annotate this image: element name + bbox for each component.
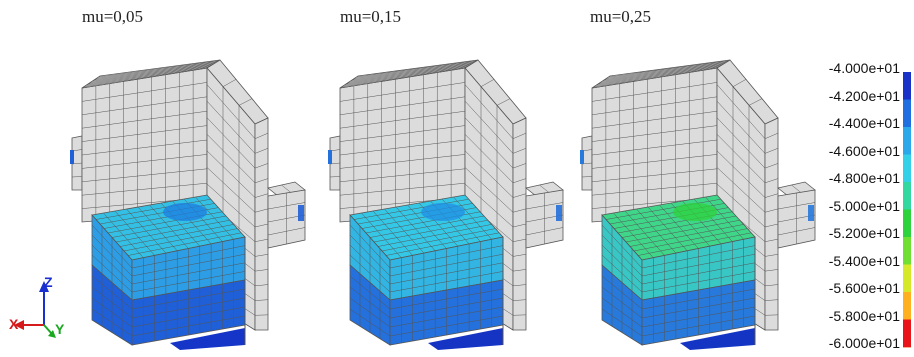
cube-bottom-band [170, 328, 245, 350]
legend-label-7: -5.400e+01 [828, 252, 900, 269]
legend-label-4: -4.800e+01 [828, 170, 900, 186]
legend-swatch-2 [903, 127, 911, 155]
panel-title-1: mu=0,05 [82, 7, 144, 26]
legend-label-3: -4.600e+01 [828, 142, 900, 159]
legend-label-0: -4.000e+01 [828, 60, 900, 76]
side-wall-edge [764, 117, 779, 331]
cube-top-patch [421, 203, 465, 221]
axis-z-label: Z [44, 274, 53, 290]
axis-y-arrow [48, 330, 56, 338]
cube-bottom-band [680, 328, 755, 350]
legend-swatch-last [903, 319, 911, 347]
mesh-panel-3 [580, 59, 816, 350]
cube-bottom-band [428, 328, 503, 350]
legend-label-2: -4.400e+01 [828, 115, 900, 131]
cube-top-patch [163, 203, 207, 221]
left-stub-contact [70, 150, 74, 164]
left-stub-contact [328, 150, 332, 164]
axis-y-line [43, 324, 53, 335]
axis-y-label: Y [55, 321, 65, 337]
legend-swatch-3 [903, 154, 911, 183]
legend-colorbar [903, 72, 911, 348]
legend-label-9: -5.800e+01 [828, 307, 900, 324]
legend-swatch-4 [903, 182, 911, 210]
legend-swatch-7 [903, 264, 911, 293]
flange-contact [298, 205, 304, 221]
axis-x-label: X [9, 316, 19, 332]
side-wall-edge [254, 117, 269, 331]
cube-top-patch [673, 203, 717, 221]
flange-contact [808, 205, 814, 221]
mesh-panel-2 [328, 59, 564, 350]
legend-label-1: -4.200e+01 [828, 87, 900, 104]
legend-label-8: -5.600e+01 [828, 280, 900, 296]
legend-swatch-0 [903, 72, 911, 100]
legend-label-5: -5.000e+01 [828, 197, 900, 214]
legend-swatch-1 [903, 99, 911, 128]
side-wall-edge [512, 117, 527, 331]
flange-contact [556, 205, 562, 221]
axis-x-arrow [14, 320, 24, 330]
legend-label-10: -6.000e+01 [828, 335, 900, 351]
panel-title-2: mu=0,15 [340, 7, 402, 26]
mesh-panel-1 [70, 59, 306, 350]
legend-label-6: -5.200e+01 [828, 225, 900, 241]
axis-triad [14, 281, 56, 338]
panel-title-3: mu=0,25 [590, 7, 652, 26]
legend-swatch-8 [903, 292, 911, 320]
legend-swatch-6 [903, 237, 911, 265]
axis-z-arrow [39, 281, 49, 292]
legend-swatch-5 [903, 209, 911, 238]
left-stub-contact [580, 150, 584, 164]
